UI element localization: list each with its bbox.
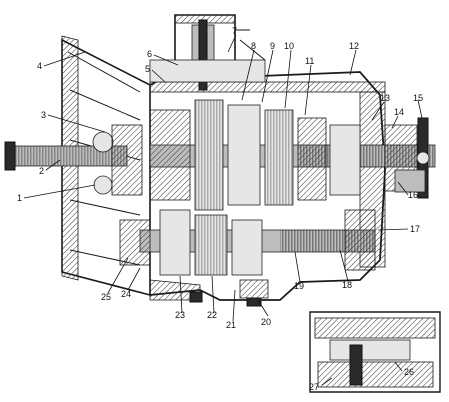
callout-24: 24 [121,289,131,299]
callout-labels: 1 2 3 4 5 6 7 8 9 10 11 12 13 14 15 16 1… [17,26,423,392]
callout-17: 17 [410,224,420,234]
inset-detail [309,311,441,393]
callout-20: 20 [261,317,271,327]
callout-9: 9 [270,41,275,51]
callout-12: 12 [349,41,359,51]
leader-lines [23,34,423,386]
callout-6: 6 [147,49,152,59]
callout-15: 15 [413,93,423,103]
callout-5: 5 [145,64,150,74]
callout-2: 2 [39,166,44,176]
callout-4: 4 [37,61,42,71]
callout-1: 1 [17,193,22,203]
callout-14: 14 [394,107,404,117]
release-bearing [92,124,143,196]
callout-22: 22 [207,310,217,320]
mainshaft-gears [149,99,361,211]
callout-11: 11 [305,56,314,66]
shift-tower [149,14,266,91]
callout-21: 21 [226,320,236,330]
callout-26: 26 [404,367,414,377]
output-flange [384,117,430,199]
callout-8: 8 [251,41,256,51]
callout-7: 7 [232,26,237,36]
callout-25: 25 [101,292,111,302]
callout-3: 3 [41,110,46,120]
callout-13: 13 [380,93,390,103]
callout-10: 10 [284,41,294,51]
callout-23: 23 [175,310,185,320]
callout-27: 27 [309,382,319,392]
callout-19: 19 [294,281,304,291]
drain-plug [189,279,269,307]
callout-18: 18 [342,280,352,290]
countershaft [119,209,376,276]
callout-16: 16 [408,190,418,200]
